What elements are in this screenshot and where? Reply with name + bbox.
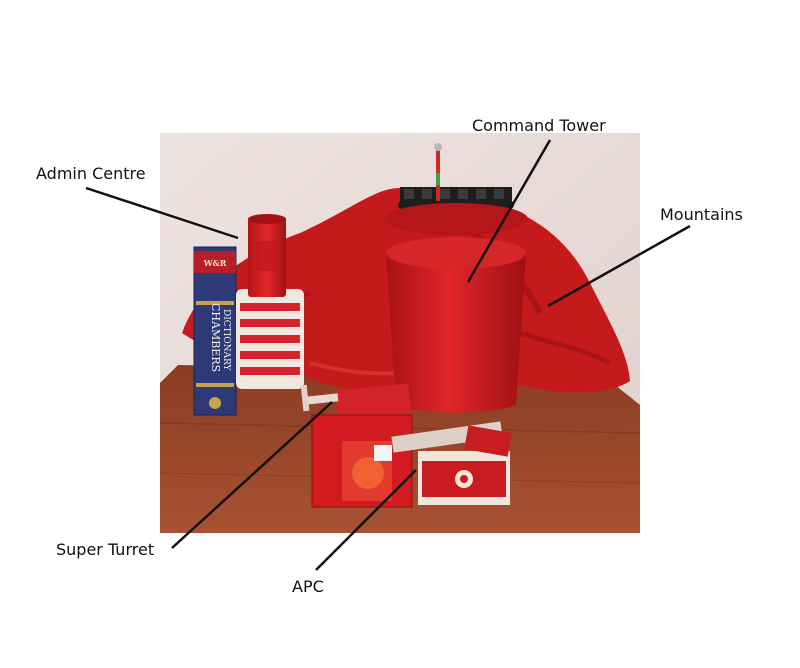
book-title-line2: DICTIONARY xyxy=(221,309,231,371)
scene-photo: W&R CHAMBERS DICTIONARY xyxy=(160,133,640,533)
admin-centre-can xyxy=(236,214,304,389)
chambers-dictionary-book: W&R CHAMBERS DICTIONARY xyxy=(193,246,237,416)
label-admin-centre: Admin Centre xyxy=(36,164,146,183)
book-publisher-mark: W&R xyxy=(203,258,227,268)
label-command-tower: Command Tower xyxy=(472,116,606,135)
book-title-line1: CHAMBERS xyxy=(209,303,222,372)
label-mountains: Mountains xyxy=(660,205,743,224)
apc-boxes xyxy=(311,414,512,508)
label-super-turret: Super Turret xyxy=(56,540,155,559)
label-apc: APC xyxy=(292,577,324,596)
